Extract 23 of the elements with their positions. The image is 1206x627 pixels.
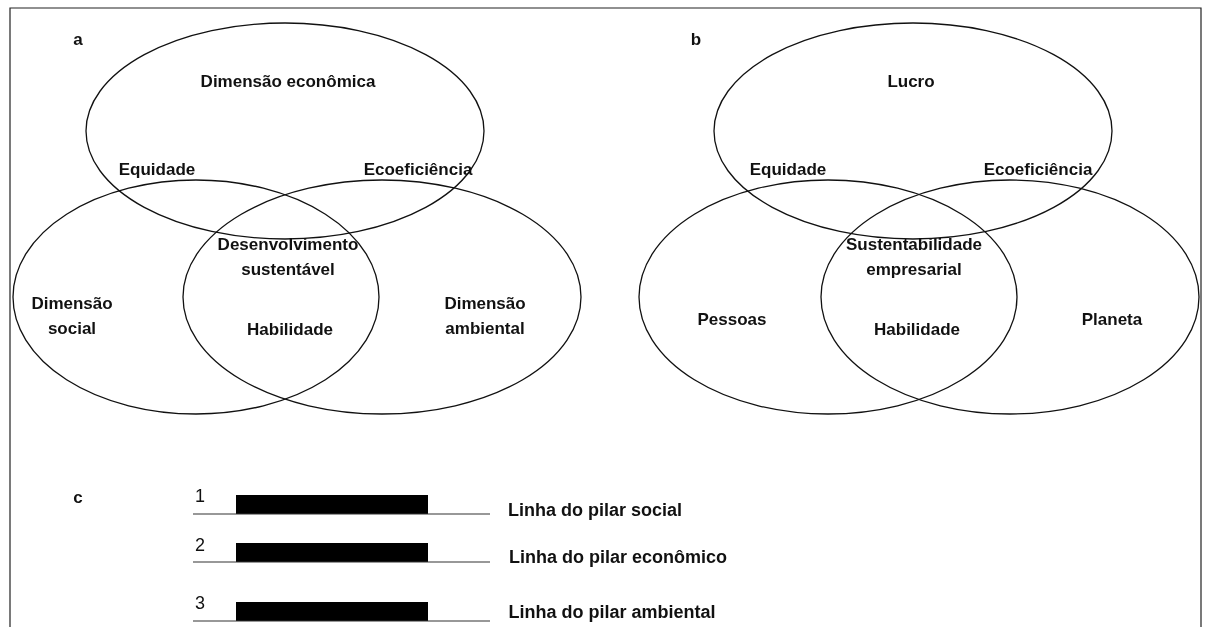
region-label: Equidade [118,158,196,181]
row-number: 2 [195,533,205,557]
set-label: Dimensão social [30,293,114,340]
region-label: Equidade [749,158,827,181]
panel-letter: c [73,486,83,509]
row-label: Linha do pilar econômico [509,545,727,569]
region-label: Ecoeficiência [983,158,1093,181]
row-label: Linha do pilar ambiental [508,600,716,624]
region-label: Habilidade [247,318,333,341]
set-label: Dimensão econômica [200,70,376,93]
region-label: Ecoeficiência [363,158,473,181]
region-label: Habilidade [874,318,960,341]
region-label: Desenvolvimento sustentável [216,234,360,281]
set-label: Pessoas [697,308,767,331]
region-label: Sustentabilidade empresarial [845,234,983,281]
panel-letter: a [73,28,83,51]
set-label: Lucro [887,70,935,93]
set-label: Dimensão ambiental [443,293,527,340]
row-number: 1 [195,484,205,508]
row-number: 3 [195,591,205,615]
row-label: Linha do pilar social [508,498,682,522]
panel-letter: b [690,28,702,51]
set-label: Planeta [1081,308,1143,331]
